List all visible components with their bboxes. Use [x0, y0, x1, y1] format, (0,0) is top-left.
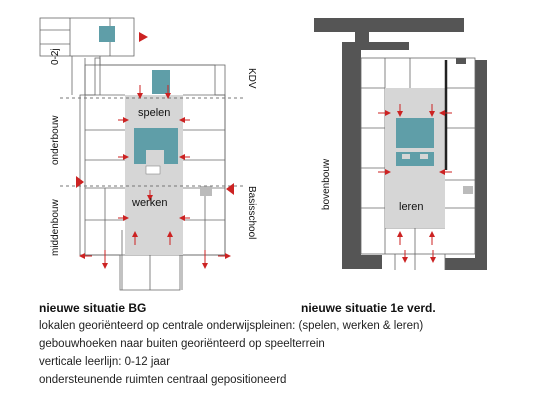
toilet-1 [402, 154, 410, 159]
description-line-4: ondersteunende ruimten centraal gepositi… [39, 374, 287, 386]
plein-label-play: spelen [138, 107, 171, 119]
central-plein-ground [125, 95, 183, 255]
core-opening [146, 150, 164, 164]
description-line-3: verticale leerlijn: 0-12 jaar [39, 356, 171, 368]
wing-label-nursery: KDV [246, 68, 257, 89]
wing-label-middle: middenbouw [50, 199, 61, 256]
caption-ground-floor: nieuwe situatie BG [39, 301, 147, 315]
stair-block-top [99, 26, 115, 42]
description-line-1: lokalen georiënteerd op centrale onderwi… [39, 320, 424, 332]
core-toilets-first [396, 152, 434, 166]
description-line-2: gebouwhoeken naar buiten georiënteerd op… [39, 338, 325, 350]
toilet-2 [420, 154, 428, 159]
first-floor-arrows [378, 104, 452, 263]
wing-label-primary: Basisschool [246, 186, 257, 240]
caption-first-floor: nieuwe situatie 1e verd. [301, 301, 436, 315]
stair-core-top [152, 70, 170, 94]
plein-label-work: werken [132, 197, 168, 209]
ground-floor-arrows [79, 85, 231, 269]
chimney-block [456, 58, 466, 64]
service-block-first [463, 186, 473, 194]
ground-floor-plan [39, 17, 226, 291]
plein-label-learn: leren [399, 201, 424, 213]
central-core-first [396, 118, 434, 148]
service-block [200, 186, 212, 196]
core-sink [145, 165, 161, 175]
wing-label-upper: bovenbouw [321, 158, 332, 210]
wing-label-age: 0-2j [50, 48, 61, 65]
entrance-markers [76, 32, 234, 195]
wing-label-lower: onderbouw [50, 115, 61, 165]
first-floor-walls [314, 18, 487, 270]
